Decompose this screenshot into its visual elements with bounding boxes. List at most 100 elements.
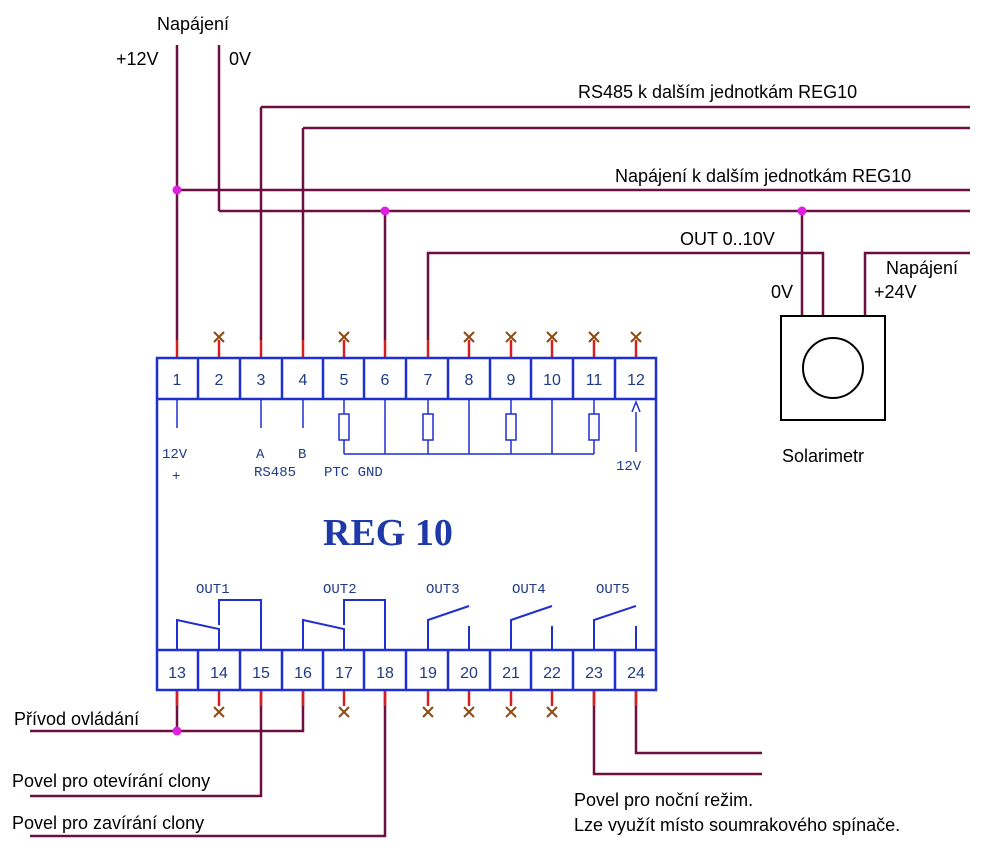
terminal-number: 11 xyxy=(586,372,603,389)
terminal-number: 24 xyxy=(627,665,645,682)
relay-out4 xyxy=(510,605,553,650)
sensor-0v-label: 0V xyxy=(771,282,793,302)
relay-out1-no xyxy=(218,599,262,650)
nc-mark-icon xyxy=(588,331,600,343)
label-b: B xyxy=(298,447,306,463)
ptc-resistor xyxy=(505,413,517,441)
solarimeter: Solarimetr xyxy=(780,315,886,466)
terminal-number: 8 xyxy=(465,372,474,389)
label-12v: 12V xyxy=(162,447,188,463)
terminal-number: 22 xyxy=(543,665,561,682)
terminal-number: 17 xyxy=(335,665,353,682)
terminal-number: 4 xyxy=(299,372,308,389)
terminal-number: 20 xyxy=(460,665,478,682)
ptc-resistor xyxy=(338,413,350,441)
terminal-number: 23 xyxy=(585,665,603,682)
supply-label: Napájení xyxy=(157,14,229,34)
wire-open-cmd xyxy=(30,690,263,798)
plus12v-label: +12V xyxy=(116,49,159,69)
junction-dot xyxy=(172,185,182,195)
close-cmd-label: Povel pro zavírání clony xyxy=(12,813,204,833)
arrow-up-icon xyxy=(631,399,641,413)
relay-out2-no xyxy=(343,599,386,650)
terminal-number: 6 xyxy=(381,372,390,389)
night-mode-label-2: Lze využít místo soumrakového spínače. xyxy=(574,815,900,835)
label-out1: OUT1 xyxy=(196,582,230,598)
relay-out5 xyxy=(593,605,637,650)
supply-bus-label: Napájení k dalším jednotkám REG10 xyxy=(615,166,911,186)
terminal-number: 1 xyxy=(173,372,182,389)
terminal-number: 7 xyxy=(424,372,433,389)
junctions xyxy=(172,185,807,736)
nc-mark-icon xyxy=(338,331,350,343)
label-out3: OUT3 xyxy=(426,582,460,598)
rs485-bus-label: RS485 k dalším jednotkám REG10 xyxy=(578,82,857,102)
terminal-number: 9 xyxy=(507,372,516,389)
nc-mark-icon xyxy=(463,331,475,343)
label-out5: OUT5 xyxy=(596,582,630,598)
terminal-number: 12 xyxy=(627,372,645,389)
nc-mark-icon xyxy=(422,706,434,718)
terminal-number: 15 xyxy=(252,665,270,682)
terminal-number: 19 xyxy=(419,665,437,682)
terminal-number: 5 xyxy=(340,372,349,389)
control-supply-label: Přívod ovládání xyxy=(14,709,139,729)
terminal-number: 3 xyxy=(257,372,266,389)
nc-mark-icon xyxy=(463,706,475,718)
terminal-number: 14 xyxy=(210,665,228,682)
label-a: A xyxy=(256,447,265,463)
terminal-number: 2 xyxy=(215,372,224,389)
top-wires xyxy=(175,45,970,340)
nc-mark-icon xyxy=(630,331,642,343)
nc-mark-icon xyxy=(546,331,558,343)
relay-out1 xyxy=(176,618,220,650)
terminal-number: 18 xyxy=(376,665,394,682)
out-0-10v-label: OUT 0..10V xyxy=(680,229,775,249)
relay-outputs xyxy=(176,599,637,650)
wire-sensor-24v xyxy=(863,251,970,316)
ptc-resistor xyxy=(588,413,600,441)
label-out2: OUT2 xyxy=(323,582,357,598)
solarimeter-label: Solarimetr xyxy=(782,446,864,466)
nc-mark-icon xyxy=(505,331,517,343)
nc-marks xyxy=(213,331,642,718)
wire-out-0-10v xyxy=(426,251,825,340)
label-plus: + xyxy=(172,469,180,485)
junction-dot xyxy=(172,726,182,736)
junction-dot xyxy=(797,206,807,216)
terminal-stubs xyxy=(175,340,638,706)
label-ptc-gnd: PTC GND xyxy=(324,465,383,481)
terminal-number: 13 xyxy=(168,665,186,682)
internal-wiring xyxy=(176,399,641,455)
label-12v-right: 12V xyxy=(616,459,642,475)
open-cmd-label: Povel pro otevírání clony xyxy=(12,771,210,791)
nc-mark-icon xyxy=(338,706,350,718)
nc-mark-icon xyxy=(546,706,558,718)
sensor-24v-label: +24V xyxy=(874,282,917,302)
night-mode-label-1: Povel pro noční režim. xyxy=(574,790,753,810)
terminal-dividers xyxy=(196,358,617,690)
nc-mark-icon xyxy=(213,331,225,343)
wire-night-b xyxy=(634,690,762,755)
relay-out2 xyxy=(302,618,345,650)
nc-mark-icon xyxy=(505,706,517,718)
nc-mark-icon xyxy=(213,706,225,718)
solarimeter-box xyxy=(780,315,886,421)
zero-v-label: 0V xyxy=(229,49,251,69)
module-title: REG 10 xyxy=(323,512,453,554)
terminal-number: 21 xyxy=(502,665,520,682)
wire-night-a xyxy=(592,690,762,776)
wire-close-cmd xyxy=(30,690,387,838)
bottom-terminal-row: 13 14 15 16 17 18 19 20 21 22 23 24 xyxy=(168,665,645,682)
solarimeter-sensor-icon xyxy=(802,337,864,399)
relay-out3 xyxy=(427,605,470,650)
label-out4: OUT4 xyxy=(512,582,546,598)
label-rs485: RS485 xyxy=(254,465,296,481)
ptc-resistor xyxy=(422,413,434,441)
terminal-number: 10 xyxy=(543,372,561,389)
sensor-supply-label: Napájení xyxy=(886,258,958,278)
terminal-number: 16 xyxy=(294,665,312,682)
